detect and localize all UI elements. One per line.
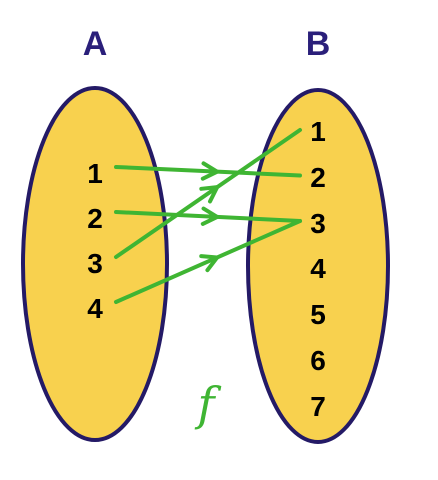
set-b-element-4: 4 (310, 253, 326, 284)
set-a-element-4: 4 (87, 293, 103, 324)
set-b-label: B (306, 25, 331, 63)
arrowhead-4-to-3 (199, 254, 220, 273)
mapping-arrow-3-to-1 (114, 128, 302, 259)
set-b-element-7: 7 (310, 391, 326, 422)
set-a-element-1: 1 (87, 158, 103, 189)
set-b-element-1: 1 (310, 116, 326, 147)
arrowhead-1-to-2 (200, 161, 220, 181)
mapping-arrow-1-to-2 (114, 165, 302, 178)
mapping-arrows (114, 128, 302, 304)
mapping-arrow-2-to-3 (114, 210, 302, 223)
set-a-element-2: 2 (87, 203, 103, 234)
set-b-element-6: 6 (310, 345, 326, 376)
set-a-elements: 1 2 3 4 (87, 158, 103, 324)
set-b-element-5: 5 (310, 299, 326, 330)
set-b-element-3: 3 (310, 208, 326, 239)
set-a-ellipse (21, 86, 169, 442)
set-a-label: A (83, 25, 108, 63)
mapping-arrow-4-to-3 (114, 219, 302, 304)
set-a-element-3: 3 (87, 248, 103, 279)
set-b-element-2: 2 (310, 162, 326, 193)
function-label: f (194, 377, 221, 431)
arrowhead-3-to-1 (199, 185, 220, 204)
arrowhead-2-to-3 (200, 206, 220, 226)
set-b-ellipse (246, 88, 390, 444)
set-b-elements: 1 2 3 4 5 6 7 (310, 116, 326, 422)
